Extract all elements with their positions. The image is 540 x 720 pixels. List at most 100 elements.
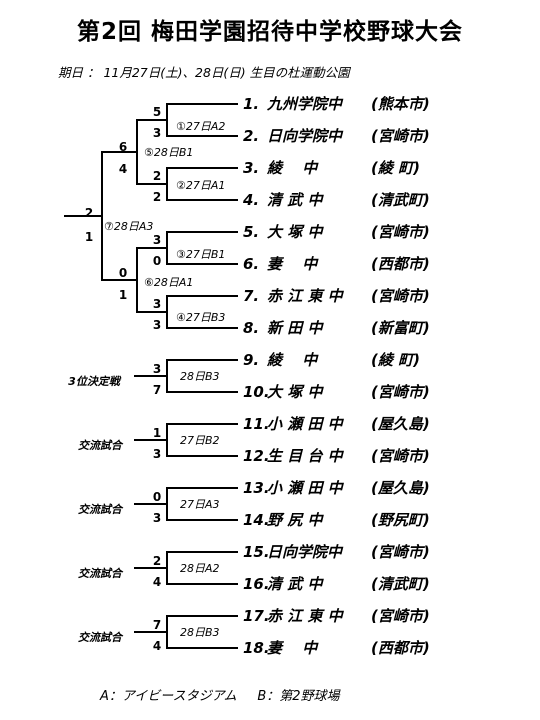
team-number: 2. bbox=[243, 127, 260, 145]
game-id: 28日B3 bbox=[180, 626, 220, 639]
score: 1 bbox=[84, 230, 94, 244]
team-name: 綾 中 bbox=[267, 159, 318, 177]
team-city: (西都市) bbox=[371, 639, 430, 657]
team-name: 新 田 中 bbox=[267, 319, 323, 337]
score: 3 bbox=[152, 297, 162, 311]
team-city: (綾 町) bbox=[371, 159, 420, 177]
team-city: (宮崎市) bbox=[371, 127, 430, 145]
team-name: 清 武 中 bbox=[267, 575, 323, 593]
team-city: (宮崎市) bbox=[371, 607, 430, 625]
team-name: 赤 江 東 中 bbox=[267, 607, 343, 625]
game-id: 28日A2 bbox=[180, 562, 220, 575]
score: 2 bbox=[84, 206, 94, 220]
team-city: (野尻町) bbox=[371, 511, 430, 529]
team-city: (宮崎市) bbox=[371, 223, 430, 241]
team-number: 12. bbox=[243, 447, 270, 465]
team-number: 18. bbox=[243, 639, 270, 657]
team-name: 大 塚 中 bbox=[267, 383, 323, 401]
team-city: (屋久島) bbox=[371, 415, 430, 433]
page-title: 第2回 梅田学園招待中学校野球大会 bbox=[76, 19, 463, 45]
score: 7 bbox=[152, 383, 162, 397]
team-city: (熊本市) bbox=[371, 95, 430, 113]
game-id: 27日B2 bbox=[180, 434, 220, 447]
team-entry: 14.野 尻 中 (野尻町) bbox=[243, 511, 430, 529]
team-number: 15. bbox=[243, 543, 270, 561]
score: 3 bbox=[152, 447, 162, 461]
team-number: 3. bbox=[243, 159, 260, 177]
score: 3 bbox=[152, 318, 162, 332]
team-name: 野 尻 中 bbox=[267, 511, 323, 529]
team-name: 小 瀬 田 中 bbox=[267, 479, 343, 497]
side-game-label: 交流試合 bbox=[78, 631, 122, 644]
team-entry: 1. 九州学院中 (熊本市) bbox=[243, 95, 430, 113]
team-number: 1. bbox=[243, 95, 260, 113]
team-number: 16. bbox=[243, 575, 270, 593]
team-number: 14. bbox=[243, 511, 270, 529]
game-id: 27日A3 bbox=[180, 498, 220, 511]
score: 3 bbox=[152, 233, 162, 247]
score: 0 bbox=[118, 266, 128, 280]
game-id: ⑦28日A3 bbox=[104, 220, 154, 233]
team-entry: 18.妻 中 (西都市) bbox=[243, 639, 430, 657]
team-entry: 15.日向学院中(宮崎市) bbox=[243, 543, 430, 561]
team-name: 九州学院中 bbox=[267, 95, 343, 113]
team-number: 5. bbox=[243, 223, 260, 241]
game-id: ④27日B3 bbox=[176, 311, 226, 324]
score: 6 bbox=[118, 140, 128, 154]
team-city: (宮崎市) bbox=[371, 287, 430, 305]
team-entry: 12.生 目 台 中(宮崎市) bbox=[243, 447, 430, 465]
side-game-label: 3位決定戦 bbox=[68, 375, 120, 388]
game-id: ②27日A1 bbox=[176, 179, 226, 192]
team-name: 日向学院中 bbox=[267, 543, 343, 561]
score: 1 bbox=[118, 288, 128, 302]
team-name: 大 塚 中 bbox=[267, 223, 323, 241]
team-city: (清武町) bbox=[371, 191, 430, 209]
game-id: 28日B3 bbox=[180, 370, 220, 383]
team-entry: 2. 日向学院中 (宮崎市) bbox=[243, 127, 430, 145]
team-number: 17. bbox=[243, 607, 270, 625]
team-city: (屋久島) bbox=[371, 479, 430, 497]
game-id: ⑥28日A1 bbox=[144, 276, 194, 289]
score: 2 bbox=[152, 554, 162, 568]
team-name: 日向学院中 bbox=[267, 127, 343, 145]
team-entry: 8.新 田 中(新富町) bbox=[243, 319, 430, 337]
team-city: (清武町) bbox=[371, 575, 430, 593]
team-entry: 16.清 武 中 (清武町) bbox=[243, 575, 430, 593]
team-city: (宮崎市) bbox=[371, 447, 430, 465]
score: 4 bbox=[152, 575, 162, 589]
score: 2 bbox=[152, 190, 162, 204]
team-name: 妻 中 bbox=[267, 255, 318, 273]
score: 1 bbox=[152, 426, 162, 440]
team-number: 4. bbox=[243, 191, 260, 209]
team-entry: 9.綾 中(綾 町) bbox=[243, 351, 420, 369]
team-name: 清 武 中 bbox=[267, 191, 323, 209]
side-game-label: 交流試合 bbox=[78, 503, 122, 516]
score: 5 bbox=[152, 105, 162, 119]
side-game-label: 交流試合 bbox=[78, 439, 122, 452]
team-entry: 10.大 塚 中 (宮崎市) bbox=[243, 383, 430, 401]
team-number: 11. bbox=[243, 415, 270, 433]
team-number: 7. bbox=[243, 287, 260, 305]
team-entry: 5. 大 塚 中 (宮崎市) bbox=[243, 223, 430, 241]
score: 0 bbox=[152, 490, 162, 504]
score: 3 bbox=[152, 126, 162, 140]
team-entry: 3. 綾 中 (綾 町) bbox=[243, 159, 420, 177]
team-name: 綾 中 bbox=[267, 351, 318, 369]
score: 4 bbox=[118, 162, 128, 176]
team-name: 妻 中 bbox=[267, 639, 318, 657]
score: 3 bbox=[152, 511, 162, 525]
team-number: 9. bbox=[243, 351, 260, 369]
score: 7 bbox=[152, 618, 162, 632]
team-city: (宮崎市) bbox=[371, 383, 430, 401]
score: 4 bbox=[152, 639, 162, 653]
team-name: 赤 江 東 中 bbox=[267, 287, 343, 305]
game-id: ①27日A2 bbox=[176, 120, 226, 133]
team-entry: 11.小 瀬 田 中 (屋久島) bbox=[243, 415, 430, 433]
team-number: 8. bbox=[243, 319, 260, 337]
side-game-label: 交流試合 bbox=[78, 567, 122, 580]
team-entry: 6.妻 中(西都市) bbox=[243, 255, 430, 273]
team-city: (西都市) bbox=[371, 255, 430, 273]
team-number: 10. bbox=[243, 383, 270, 401]
team-name: 小 瀬 田 中 bbox=[267, 415, 343, 433]
